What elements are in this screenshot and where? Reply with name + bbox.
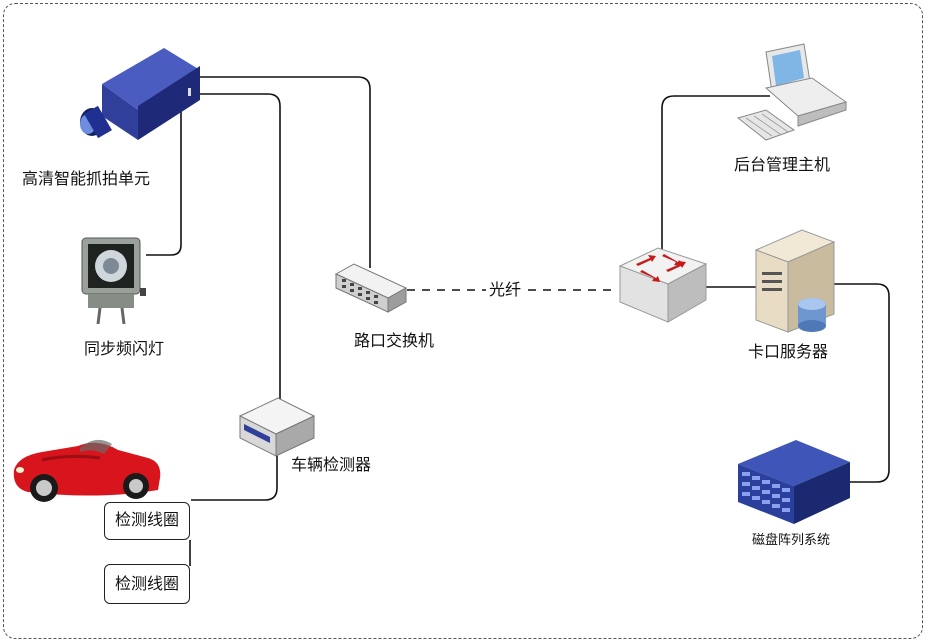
camera-icon — [80, 48, 200, 140]
flash-lamp-icon — [81, 237, 146, 325]
server-label: 卡口服务器 — [748, 342, 829, 361]
switch-label: 路口交换机 — [354, 331, 435, 350]
detector-label: 车辆检测器 — [291, 455, 372, 474]
diagram-frame — [3, 3, 923, 639]
camera-to-switch-line — [196, 76, 371, 268]
camera-label: 高清智能抓拍单元 — [22, 169, 151, 188]
flash-lamp-label: 同步频闪灯 — [84, 339, 165, 358]
camera-to-flash-line — [146, 110, 182, 256]
router-icon — [618, 247, 708, 323]
detector-to-loop-line — [191, 455, 278, 501]
detection-loop-2: 检测线圈 — [104, 564, 190, 604]
fiber-label: 光纤 — [489, 280, 522, 299]
car-icon — [13, 439, 161, 502]
computer-icon — [736, 43, 848, 141]
disk-array-icon — [738, 440, 850, 524]
switch-icon — [334, 263, 408, 313]
router-to-host-line — [661, 95, 770, 262]
disk-array-label: 磁盘阵列系统 — [752, 533, 831, 548]
server-to-array-line — [832, 283, 890, 483]
vehicle-detector-icon — [238, 397, 316, 457]
admin-host-label: 后台管理主机 — [734, 155, 831, 174]
server-icon — [754, 229, 836, 333]
detection-loop-1: 检测线圈 — [104, 502, 190, 540]
camera-to-detector-line — [196, 93, 281, 400]
